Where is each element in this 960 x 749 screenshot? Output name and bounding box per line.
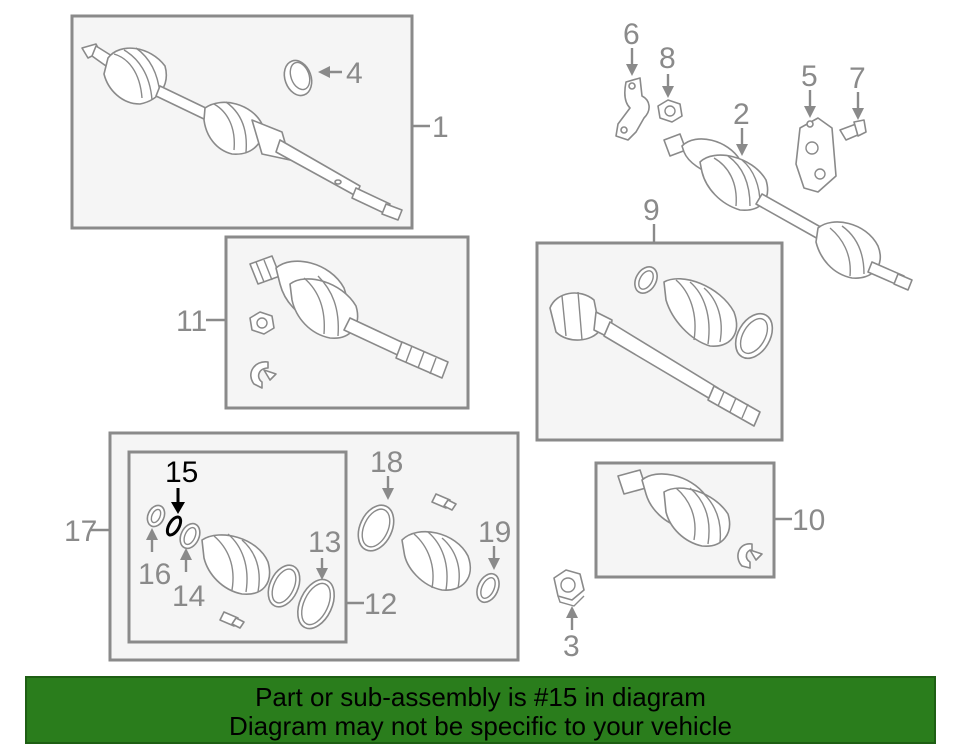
part-14-ring	[179, 522, 201, 550]
part-5-bracket	[795, 117, 837, 193]
part-9-shaft	[549, 291, 761, 427]
callout-7[interactable]: 7	[849, 62, 866, 95]
part-16-ring	[146, 504, 166, 528]
callout-10[interactable]: 10	[792, 504, 825, 537]
group-box-9: 9	[535, 194, 784, 442]
part-9-ring-large	[734, 312, 774, 360]
part-17-boot	[401, 531, 471, 591]
part-12-grease	[219, 611, 245, 629]
callout-19[interactable]: 19	[478, 516, 511, 549]
banner-disclaimer-line: Diagram may not be specific to your vehi…	[229, 711, 732, 741]
callout-15[interactable]: 15	[165, 456, 198, 489]
group-box-10: 10	[594, 461, 825, 579]
group-upper-right: 6 8 2 5 7	[615, 18, 913, 291]
callout-14[interactable]: 14	[172, 580, 205, 613]
callout-16[interactable]: 16	[138, 558, 171, 591]
part-18-clamp	[357, 504, 395, 552]
callout-17[interactable]: 17	[64, 515, 97, 548]
part-13-clamp	[297, 578, 335, 630]
part-10-clip	[737, 543, 763, 569]
group-box-12: 15 16 14 13 12	[127, 450, 397, 644]
callout-1[interactable]: 1	[432, 111, 449, 144]
callout-13[interactable]: 13	[308, 526, 341, 559]
part-15-o-ring[interactable]	[165, 515, 184, 537]
part-11-nut	[249, 311, 275, 335]
part-11-clip	[250, 361, 277, 389]
callout-9[interactable]: 9	[643, 194, 660, 227]
part-4-ring	[283, 59, 313, 97]
callout-6[interactable]: 6	[623, 18, 640, 51]
callout-2[interactable]: 2	[733, 98, 750, 131]
part-6-bracket	[615, 77, 650, 141]
part-19-ring	[476, 572, 500, 604]
group-box-1: 4 1	[70, 14, 449, 230]
part-2-shaft	[663, 133, 913, 291]
part-7-bolt	[839, 119, 867, 141]
part-12-ring	[267, 564, 301, 608]
banner-part-line: Part or sub-assembly is #15 in diagram	[255, 682, 706, 712]
group-box-11: 11	[176, 235, 470, 410]
group-box-17: 17	[64, 431, 520, 662]
callout-5[interactable]: 5	[801, 60, 818, 93]
callout-4[interactable]: 4	[346, 57, 363, 90]
part-8-nut	[657, 99, 683, 123]
callout-3[interactable]: 3	[563, 630, 580, 663]
info-banner: Part or sub-assembly is #15 in diagram D…	[25, 676, 936, 744]
part-10-joint	[617, 469, 731, 547]
part-3-nut	[553, 569, 585, 607]
callout-8[interactable]: 8	[659, 42, 676, 75]
callout-18[interactable]: 18	[370, 446, 403, 479]
part-17-grease	[431, 493, 457, 511]
callout-11[interactable]: 11	[176, 305, 207, 338]
axle-shaft-drawing	[81, 43, 403, 221]
part-9-ring-small	[634, 266, 658, 294]
part-12-boot	[201, 533, 271, 595]
part-11-shaft	[249, 255, 449, 379]
callout-12[interactable]: 12	[364, 588, 397, 621]
part-9-boot	[663, 277, 738, 347]
